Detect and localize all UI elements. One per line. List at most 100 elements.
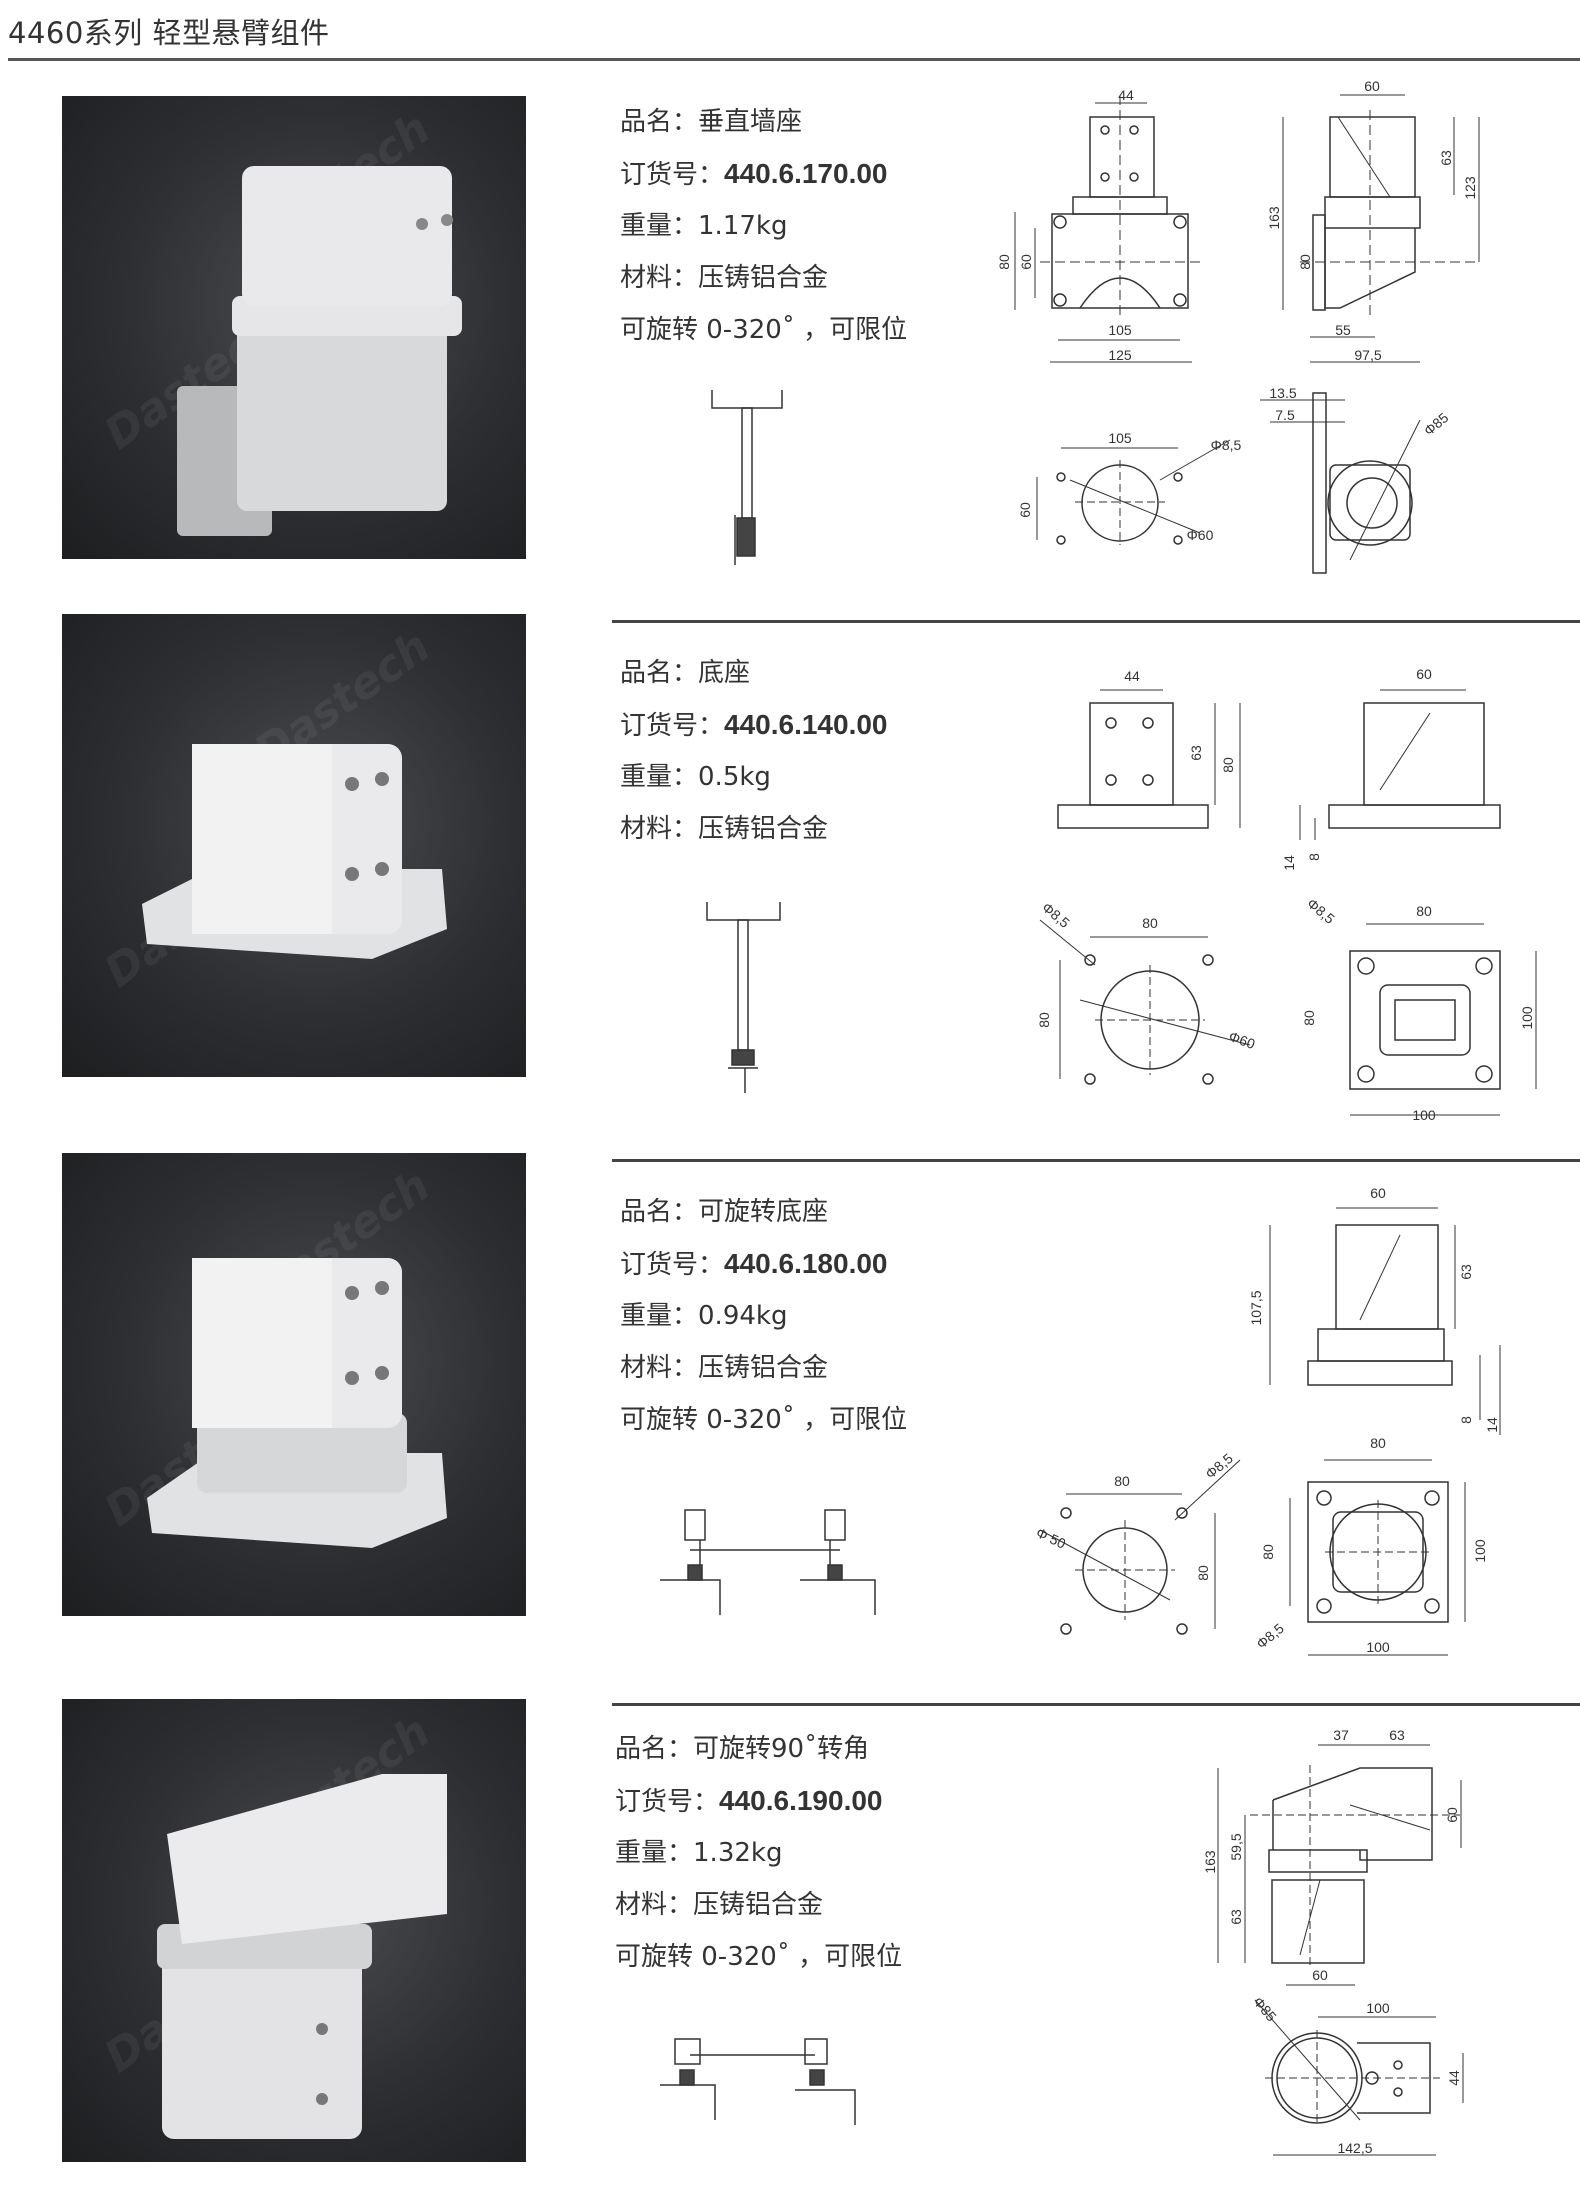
dimension-label: 60 — [1017, 502, 1033, 518]
product-name: 垂直墙座 — [698, 107, 803, 137]
side-view-drawing — [1217, 1744, 1462, 1986]
order-number: 440.6.190.00 — [719, 1785, 883, 1816]
dimension-label: 8 — [1458, 1416, 1474, 1424]
dimension-label: 60 — [1370, 1185, 1386, 1201]
dimension-label: 105 — [1108, 430, 1132, 446]
dimension-label: 80 — [1220, 757, 1236, 773]
top-view-drawing — [1289, 1459, 1466, 1656]
label-order-no: 订货号： — [620, 160, 725, 190]
dimension-label: 60 — [1018, 254, 1034, 270]
dimension-label: 80 — [1036, 1012, 1052, 1028]
product-info: 品名：垂直墙座 订货号：440.6.170.00 重量：1.17kg 材料：压铸… — [620, 96, 907, 356]
section-divider — [612, 1703, 1580, 1706]
dimension-label: 55 — [1335, 322, 1351, 338]
product-name: 可旋转90˚转角 — [693, 1734, 870, 1764]
order-number: 440.6.170.00 — [724, 158, 888, 189]
dimension-label: 80 — [1260, 1544, 1276, 1560]
dimension-label: 163 — [1266, 206, 1282, 230]
material-value: 压铸铝合金 — [698, 814, 829, 844]
label-material: 材料： — [620, 814, 699, 844]
front-view-drawing — [1057, 689, 1241, 829]
dimension-label: 63 — [1188, 745, 1204, 761]
mounting-schematic — [660, 1509, 876, 1615]
dimension-label: 13.5 — [1269, 385, 1297, 401]
dimension-label: 80 — [1370, 1435, 1386, 1451]
rotation-note: 可旋转 0-320˚ ，可限位 — [620, 315, 908, 345]
side-view-drawing — [1269, 1207, 1501, 1435]
product-name: 可旋转底座 — [698, 1197, 829, 1227]
label-name: 品名： — [615, 1734, 694, 1764]
weight-value: 1.32kg — [693, 1838, 783, 1868]
dimension-label: 123 — [1462, 176, 1478, 200]
dimension-label: 100 — [1366, 1639, 1390, 1655]
dimension-label: 100 — [1519, 1006, 1535, 1030]
dimension-label: 80 — [996, 254, 1012, 270]
dimension-label: 63 — [1438, 150, 1454, 166]
label-order-no: 订货号： — [620, 711, 725, 741]
dimension-label: Φ60 — [1186, 527, 1214, 543]
dimension-label: 44 — [1118, 87, 1134, 103]
side-view-drawing — [1299, 689, 1501, 840]
material-value: 压铸铝合金 — [698, 1353, 829, 1383]
hole-pattern-drawing — [1039, 1459, 1241, 1635]
dimension-label: 63 — [1458, 1264, 1474, 1280]
label-order-no: 订货号： — [620, 1250, 725, 1280]
top-view-drawing — [1254, 1999, 1464, 2156]
product-name: 底座 — [698, 658, 751, 688]
dimension-label: 44 — [1124, 668, 1140, 684]
section-divider — [612, 1159, 1580, 1162]
dimension-label: 7.5 — [1275, 407, 1295, 423]
dimension-label: 44 — [1446, 2070, 1462, 2086]
front-view-drawing — [1014, 95, 1200, 363]
product-info: 品名：可旋转90˚转角 订货号：440.6.190.00 重量：1.32kg 材… — [615, 1723, 902, 1983]
dimension-label: 100 — [1412, 1107, 1436, 1123]
label-material: 材料： — [620, 1353, 699, 1383]
dimension-label: 14 — [1484, 1417, 1500, 1433]
title-rule — [8, 58, 1580, 61]
dimension-label: 63 — [1389, 1727, 1405, 1743]
label-order-no: 订货号： — [615, 1787, 720, 1817]
section-divider — [612, 620, 1580, 623]
dimension-label: 59,5 — [1228, 1833, 1244, 1861]
dimension-label: 14 — [1281, 855, 1297, 871]
top-view-drawing — [1260, 392, 1421, 574]
weight-value: 0.5kg — [698, 762, 771, 792]
label-weight: 重量： — [620, 211, 699, 241]
side-view-drawing — [1282, 94, 1480, 363]
dimension-label: 8 — [1306, 853, 1322, 861]
dimension-label: 97,5 — [1354, 347, 1382, 363]
label-name: 品名： — [620, 1197, 699, 1227]
dimension-label: 80 — [1301, 1010, 1317, 1026]
product-info: 品名：可旋转底座 订货号：440.6.180.00 重量：0.94kg 材料：压… — [620, 1186, 907, 1446]
dimension-label: 80 — [1416, 903, 1432, 919]
order-number: 440.6.180.00 — [724, 1248, 888, 1279]
dimension-label: 80 — [1114, 1473, 1130, 1489]
label-weight: 重量： — [620, 1301, 699, 1331]
dimension-label: 142,5 — [1337, 2140, 1373, 2156]
label-weight: 重量： — [620, 762, 699, 792]
mounting-schematic — [711, 390, 783, 565]
label-name: 品名： — [620, 658, 699, 688]
dimension-label: 63 — [1228, 1909, 1244, 1925]
label-material: 材料： — [615, 1890, 694, 1920]
dimension-label: 80 — [1142, 915, 1158, 931]
dimension-label: 125 — [1108, 347, 1132, 363]
dimension-label: 80 — [1297, 254, 1313, 270]
dimension-label: 60 — [1364, 78, 1380, 94]
dimension-label: 60 — [1444, 1807, 1460, 1823]
rotation-note: 可旋转 0-320˚ ，可限位 — [615, 1942, 903, 1972]
dimension-label: 37 — [1333, 1727, 1349, 1743]
dimension-label: 60 — [1416, 666, 1432, 682]
weight-value: 1.17kg — [698, 211, 788, 241]
material-value: 压铸铝合金 — [693, 1890, 824, 1920]
dimension-label: 107,5 — [1248, 1290, 1264, 1326]
dimension-label: 163 — [1202, 1850, 1218, 1874]
dimension-label: 80 — [1195, 1565, 1211, 1581]
material-value: 压铸铝合金 — [698, 263, 829, 293]
order-number: 440.6.140.00 — [724, 709, 888, 740]
